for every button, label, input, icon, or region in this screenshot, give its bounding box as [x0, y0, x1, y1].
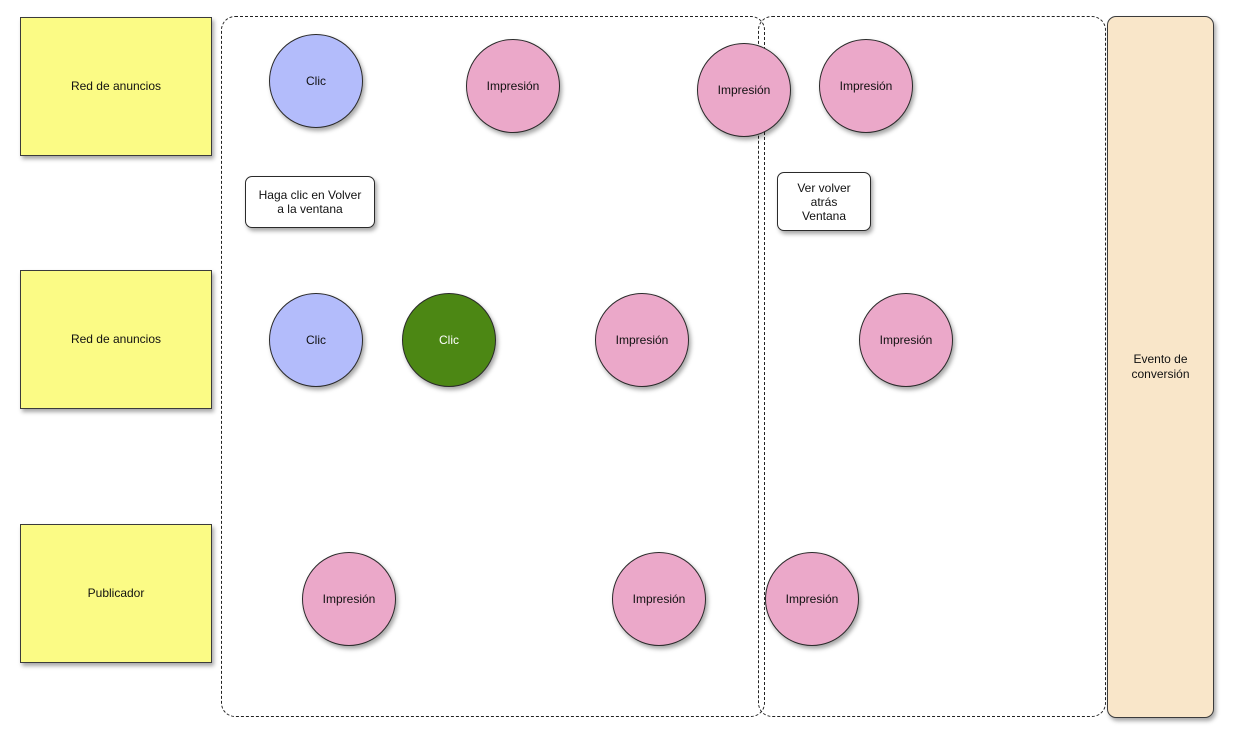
node-impression-r2-a: Impresión	[595, 293, 689, 387]
node-label: Clic	[306, 333, 326, 347]
node-impression-r1-c: Impresión	[819, 39, 913, 133]
node-click-r1: Clic	[269, 34, 363, 128]
node-impression-r3-b: Impresión	[612, 552, 706, 646]
node-impression-r1-a: Impresión	[466, 39, 560, 133]
node-label: Impresión	[717, 83, 771, 97]
node-label: Clic	[306, 74, 326, 88]
conversion-label: Evento de conversión	[1131, 352, 1190, 381]
click-window-callout: Haga clic en Volver a la ventana	[245, 176, 375, 228]
node-impression-r1-b: Impresión	[697, 43, 791, 137]
view-window-callout: Ver volver atrás Ventana	[777, 172, 871, 231]
node-impression-r3-c: Impresión	[765, 552, 859, 646]
node-label: Impresión	[615, 333, 669, 347]
node-label: Impresión	[632, 592, 686, 606]
lane-label: Red de anuncios	[70, 332, 162, 346]
callout-text: Haga clic en Volver a la ventana	[258, 188, 362, 216]
view-lookback-window	[758, 16, 1106, 717]
lane-publisher: Publicador	[20, 524, 212, 663]
node-label: Impresión	[839, 79, 893, 93]
callout-text: Ver volver atrás Ventana	[797, 180, 851, 223]
lane-ad-network-2: Red de anuncios	[20, 270, 212, 409]
node-click-r2: Clic	[269, 293, 363, 387]
node-label: Impresión	[486, 79, 540, 93]
lane-label: Red de anuncios	[70, 79, 162, 93]
node-label: Impresión	[879, 333, 933, 347]
lane-ad-network-1: Red de anuncios	[20, 17, 212, 156]
lane-label: Publicador	[87, 586, 145, 600]
node-click-attributed: Clic	[402, 293, 496, 387]
node-label: Impresión	[322, 592, 376, 606]
node-label: Clic	[439, 333, 459, 347]
node-impression-r2-b: Impresión	[859, 293, 953, 387]
conversion-event: Evento de conversión	[1107, 16, 1214, 718]
click-lookback-window	[221, 16, 765, 717]
node-impression-r3-a: Impresión	[302, 552, 396, 646]
node-label: Impresión	[785, 592, 839, 606]
